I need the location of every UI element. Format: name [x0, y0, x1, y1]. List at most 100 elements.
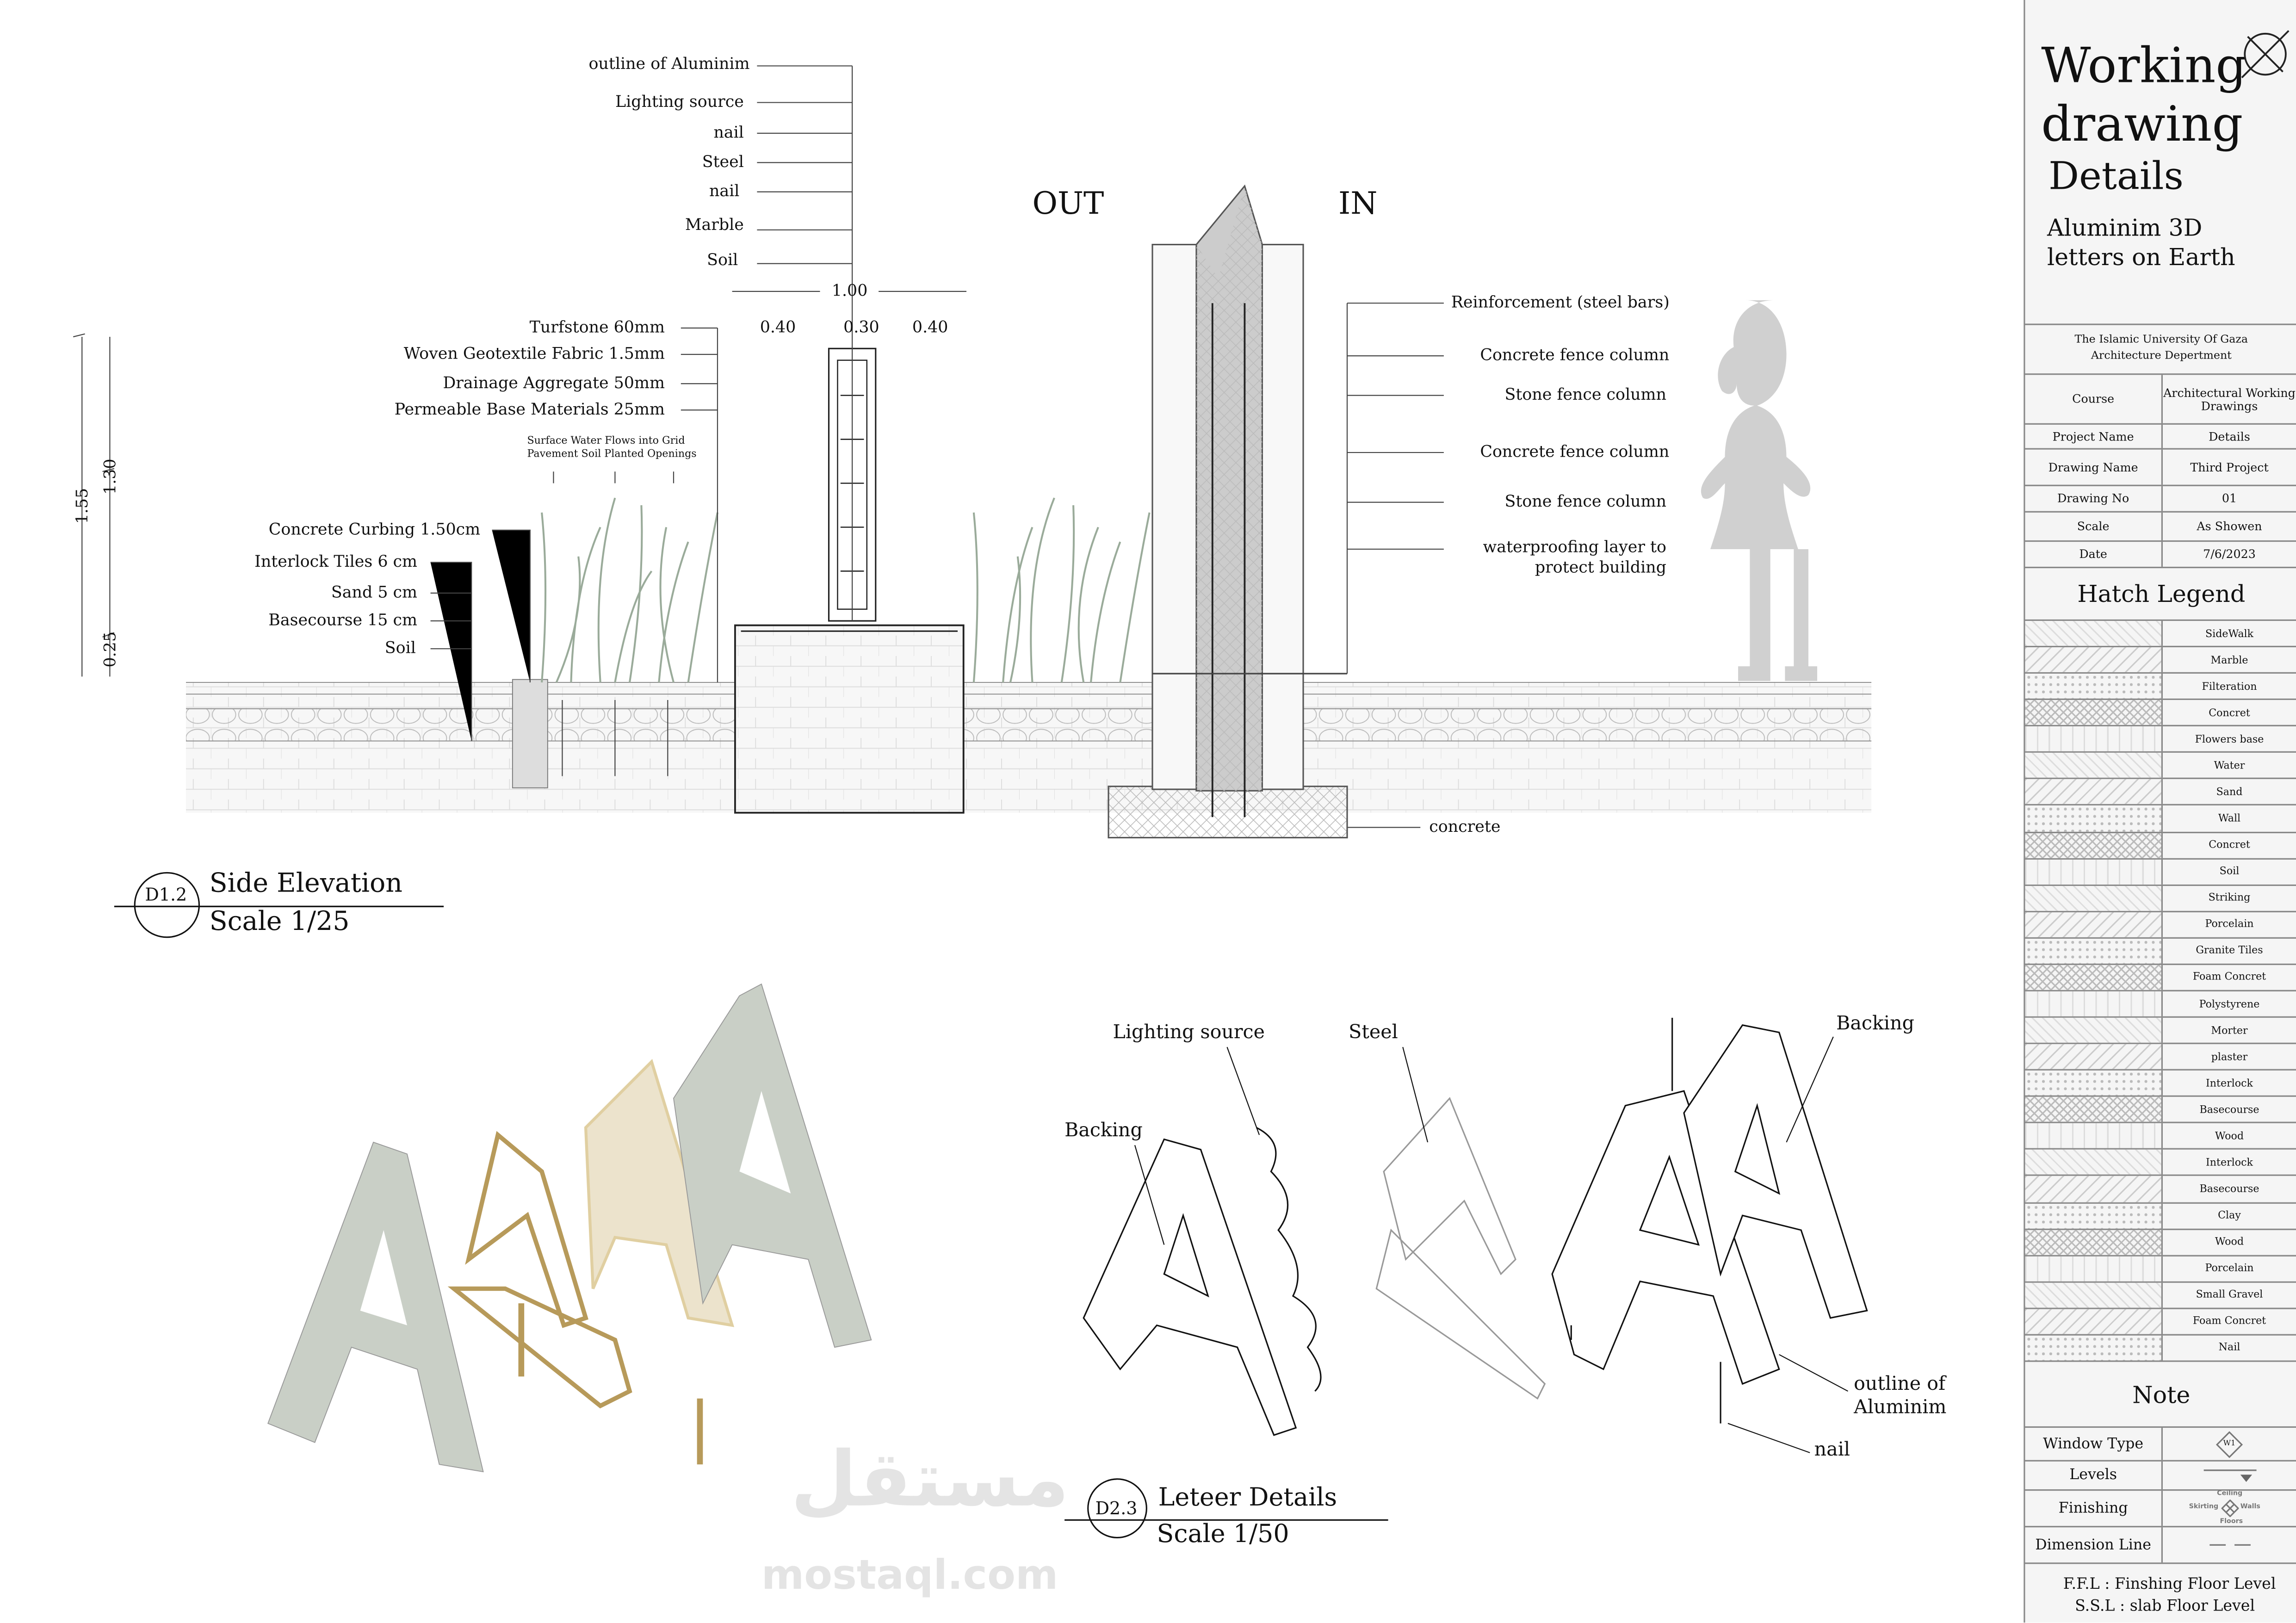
- dim-mid: 0.30: [843, 317, 879, 337]
- note-dimension-line: Dimension Line: [2025, 1527, 2296, 1564]
- render-3d-letters: [267, 983, 872, 1473]
- title-block: Working drawing Details Aluminim 3D lett…: [2024, 0, 2296, 1623]
- hatch-label: Flowers base: [2195, 733, 2264, 745]
- d23-label-outline-2: Aluminim: [1854, 1397, 1947, 1419]
- label-curbing: Concrete Curbing 1.50cm: [268, 520, 481, 539]
- label-nail-2: nail: [709, 181, 740, 201]
- d12-code: D1.2: [145, 884, 187, 905]
- hatch-label: Sand: [2216, 786, 2243, 798]
- label-drainage: Drainage Aggregate 50mm: [443, 373, 665, 393]
- info-row-drawing-no: Drawing No 01: [2025, 486, 2296, 513]
- hatch-swatch: [2025, 1282, 2163, 1307]
- info-value: Details: [2209, 429, 2250, 443]
- hatch-row: Water: [2025, 753, 2296, 780]
- subtitle-2: letters on Earth: [2047, 243, 2235, 271]
- label-basecourse: Basecourse 15 cm: [268, 610, 418, 630]
- d12-scale: Scale 1/25: [209, 906, 350, 937]
- hatch-label: plaster: [2211, 1051, 2248, 1063]
- info-label: Drawing No: [2025, 486, 2163, 511]
- hatch-row: Striking: [2025, 885, 2296, 912]
- label-in: IN: [1338, 186, 1378, 221]
- hatch-label: Interlock: [2206, 1157, 2253, 1169]
- window-type-symbol: W1: [2161, 1428, 2296, 1460]
- info-row-project-name: Project Name Details: [2025, 424, 2296, 450]
- hatch-label: Foam Concret: [2192, 1315, 2266, 1327]
- hatch-swatch: [2025, 859, 2163, 884]
- exploded-letter-diagram: [1083, 1017, 1868, 1453]
- hatch-row: Sand: [2025, 780, 2296, 806]
- hatch-swatch: [2025, 700, 2163, 725]
- hatch-label: Nail: [2218, 1342, 2240, 1354]
- d23-label-outline-1: outline of: [1854, 1373, 1946, 1396]
- dim-right: 0.40: [912, 317, 948, 337]
- label-concrete: concrete: [1429, 817, 1501, 836]
- hatch-swatch: [2025, 726, 2163, 752]
- info-label: Project Name: [2025, 424, 2163, 448]
- hatch-label: Marble: [2210, 654, 2248, 666]
- hatch-swatch: [2025, 780, 2163, 805]
- hatch-row: Interlock: [2025, 1071, 2296, 1097]
- hatch-label: Wood: [2215, 1130, 2244, 1142]
- label-lighting-source: Lighting source: [615, 92, 744, 112]
- label-geotextile: Woven Geotextile Fabric 1.5mm: [403, 344, 665, 363]
- label-waterproofing-2: protect building: [1535, 558, 1666, 577]
- label-soil-ground: Soil: [384, 638, 416, 658]
- info-label: Drawing Name: [2025, 449, 2163, 485]
- info-value: 01: [2222, 492, 2237, 505]
- university-row: The Islamic University Of Gaza Architect…: [2025, 325, 2296, 375]
- watermark-arabic: مستقل: [791, 1437, 1070, 1524]
- title-area: Working drawing Details Aluminim 3D lett…: [2025, 0, 2296, 325]
- note-label: Dimension Line: [2025, 1527, 2163, 1563]
- finishing-diamond-icon: [2221, 1499, 2239, 1518]
- label-interlock: Interlock Tiles 6 cm: [254, 552, 418, 571]
- hatch-swatch: [2025, 885, 2163, 911]
- label-outline-aluminim: outline of Aluminim: [588, 54, 750, 74]
- hatch-row: Polystyrene: [2025, 991, 2296, 1018]
- hatch-swatch: [2025, 991, 2163, 1016]
- hatch-label: Basecourse: [2199, 1103, 2259, 1116]
- title-drawing: drawing: [2041, 95, 2243, 153]
- plants: [541, 497, 1151, 683]
- info-label: Date: [2025, 542, 2163, 567]
- surface-note-1: Surface Water Flows into Grid: [527, 435, 685, 447]
- hatch-swatch: [2025, 938, 2163, 964]
- label-marble: Marble: [685, 215, 744, 235]
- department-name: Architecture Depertment: [2091, 348, 2232, 362]
- note-label: Finishing: [2025, 1491, 2163, 1526]
- hatch-swatch: [2025, 1335, 2163, 1361]
- dim-h-upper: 1.30: [100, 458, 120, 495]
- hatch-label: Polystyrene: [2199, 998, 2260, 1010]
- d23-scale: Scale 1/50: [1157, 1520, 1289, 1549]
- concrete-curbing: [512, 679, 548, 788]
- hatch-row: Small Gravel: [2025, 1282, 2296, 1309]
- hatch-row: Concret: [2025, 700, 2296, 727]
- info-value: Third Project: [2190, 460, 2269, 474]
- hatch-label: Morter: [2211, 1024, 2248, 1036]
- dim-left: 0.40: [760, 317, 796, 337]
- d23-label-lighting: Lighting source: [1113, 1022, 1265, 1044]
- hatch-row: plaster: [2025, 1044, 2296, 1071]
- d23-label-nail: nail: [1814, 1439, 1850, 1462]
- hatch-label: Wall: [2218, 812, 2241, 825]
- hatch-row: Concret: [2025, 832, 2296, 859]
- hatch-swatch: [2025, 1044, 2163, 1070]
- hatch-row: Morter: [2025, 1017, 2296, 1045]
- finishing-label-floors: Floors: [2220, 1518, 2243, 1525]
- hatch-row: Porcelain: [2025, 1256, 2296, 1282]
- hatch-row: Flowers base: [2025, 726, 2296, 753]
- hatch-row: Foam Concret: [2025, 1309, 2296, 1336]
- hatch-swatch: [2025, 1177, 2163, 1202]
- hatch-swatch: [2025, 1097, 2163, 1122]
- hatch-row: Clay: [2025, 1203, 2296, 1230]
- hatch-label: Concret: [2209, 839, 2250, 851]
- window-type-code: W1: [2223, 1439, 2236, 1449]
- hatch-row: Marble: [2025, 647, 2296, 674]
- finishing-symbol: Ceiling Skirting Walls Floors: [2161, 1491, 2296, 1526]
- surface-note-2: Pavement Soil Planted Openings: [527, 448, 697, 460]
- hatch-row: Basecourse: [2025, 1177, 2296, 1203]
- hatch-label: Wood: [2215, 1236, 2244, 1248]
- hatch-swatch: [2025, 1229, 2163, 1255]
